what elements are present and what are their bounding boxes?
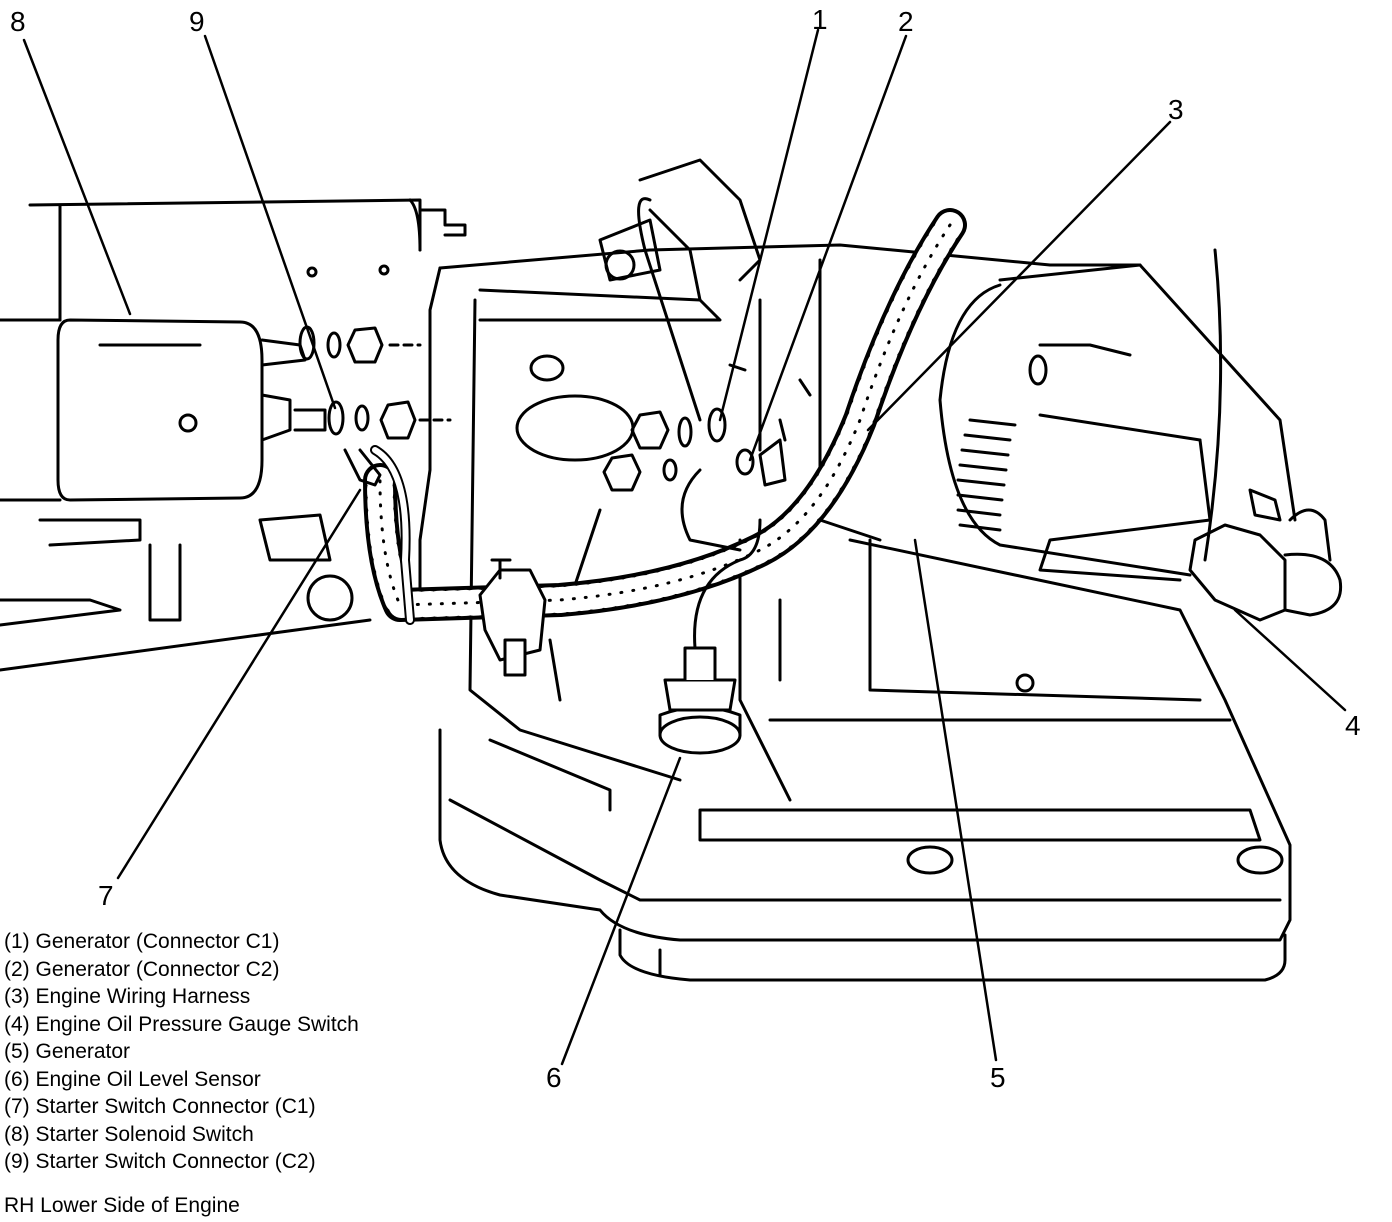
starter-solenoid: [56, 318, 327, 502]
solenoid-hardware: [298, 325, 452, 440]
callout-3: 3: [1168, 94, 1184, 125]
engine-block: [418, 243, 1202, 802]
wiring-harness: [363, 208, 967, 622]
legend: (1) Generator (Connector C1) (2) Generat…: [4, 928, 359, 1176]
oil-pressure-switch: [1188, 508, 1343, 622]
legend-item: (9) Starter Switch Connector (C2): [4, 1150, 316, 1173]
legend-item: (1) Generator (Connector C1): [4, 930, 280, 953]
legend-item: (8) Starter Solenoid Switch: [4, 1122, 254, 1146]
legend-item: (5) Generator: [4, 1040, 131, 1063]
legend-item: (6) Engine Oil Level Sensor: [4, 1067, 261, 1091]
legend-item: (4) Engine Oil Pressure Gauge Switch: [4, 1012, 359, 1036]
oil-level-sensor: [658, 518, 762, 755]
legend-item: (7) Starter Switch Connector (C1): [4, 1095, 316, 1118]
callout-9: 9: [189, 6, 205, 37]
harness-clamp: [478, 558, 547, 677]
callout-5: 5: [990, 1062, 1006, 1093]
starter-cable: [343, 445, 415, 625]
legend-item: (2) Generator (Connector C2): [4, 957, 280, 981]
callout-1: 1: [812, 4, 828, 35]
starter-motor: [0, 198, 467, 672]
generator: [938, 248, 1297, 582]
callout-4: 4: [1345, 710, 1361, 741]
oil-pan: [438, 538, 1292, 982]
callout-8: 8: [10, 6, 26, 37]
mount-bracket: [598, 158, 762, 302]
leader-lines: [22, 28, 1347, 1066]
callout-2: 2: [898, 6, 914, 37]
callout-6: 6: [546, 1062, 562, 1093]
legend-item: (3) Engine Wiring Harness: [4, 985, 251, 1008]
callout-7: 7: [98, 880, 114, 911]
figure-caption: RH Lower Side of Engine: [4, 1194, 240, 1217]
